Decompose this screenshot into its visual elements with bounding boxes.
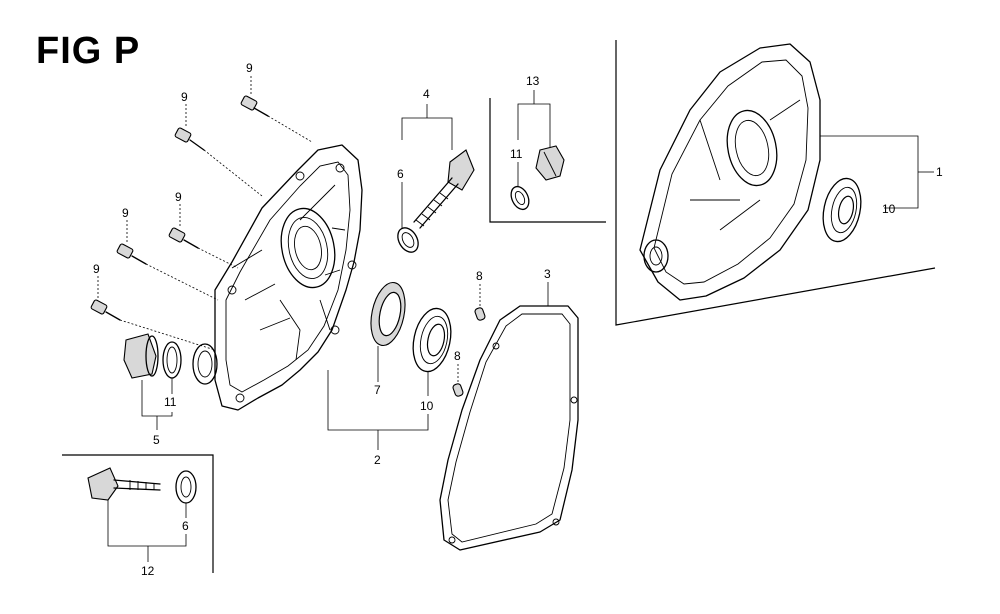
- bolt-9-left: [116, 243, 219, 301]
- callout-4: 4: [423, 87, 430, 101]
- callout-12: 12: [141, 564, 155, 578]
- o-ring-11: [162, 341, 182, 379]
- callout-9-middle: 9: [175, 190, 182, 204]
- callout-5: 5: [153, 433, 160, 447]
- dowel-pin-8-upper: [474, 307, 486, 321]
- bolt-9-upper-left: [174, 127, 263, 197]
- callout-11-seal: 11: [164, 395, 177, 409]
- gasket-6-inset: [175, 470, 197, 504]
- bearing-10-inset: [822, 177, 862, 243]
- callout-1: 1: [936, 165, 943, 179]
- inset-frame-oil-plug-13: [489, 98, 606, 223]
- bolt-9-top: [240, 95, 313, 143]
- callout-11-inset: 11: [510, 147, 523, 161]
- callout-6-dipstick-gasket: 6: [397, 167, 404, 181]
- oil-drain-plug: [535, 145, 565, 181]
- callout-8-upper: 8: [476, 269, 483, 283]
- bearing-10: [412, 307, 452, 373]
- dipstick-assembly: [413, 149, 475, 229]
- oil-filler-cap: [123, 333, 159, 379]
- gasket-3: [439, 305, 579, 551]
- oil-seal-left: [192, 343, 218, 385]
- crankcase-cover: [214, 144, 363, 411]
- dowel-pin-8-lower: [452, 383, 464, 397]
- callout-7: 7: [374, 383, 381, 397]
- callout-13: 13: [526, 74, 540, 88]
- callout-3: 3: [544, 267, 551, 281]
- inset-frame-assembly-1: [615, 40, 936, 326]
- callout-9-lower-left: 9: [93, 262, 100, 276]
- callout-9-top: 9: [246, 61, 253, 75]
- bolt-9-middle: [168, 227, 239, 269]
- callout-8-lower: 8: [454, 349, 461, 363]
- figure-title: FIG P: [36, 30, 141, 72]
- callout-leaders: [97, 76, 934, 562]
- crankcase-cover-assembly: [639, 43, 821, 301]
- gasket-6-top: [397, 227, 419, 253]
- callout-10-bearing: 10: [420, 399, 434, 413]
- callout-9-left: 9: [122, 206, 129, 220]
- callout-6-inset: 6: [182, 519, 189, 533]
- callout-10-inset: 10: [882, 202, 896, 216]
- washer-11-inset: [510, 185, 530, 211]
- dipstick-inset: [87, 467, 161, 501]
- callout-9-upper-left: 9: [181, 90, 188, 104]
- oil-seal-7: [370, 281, 406, 347]
- inset-frame-dipstick-12: [62, 454, 214, 573]
- callout-2: 2: [374, 453, 381, 467]
- bolt-9-lower-left: [90, 299, 216, 351]
